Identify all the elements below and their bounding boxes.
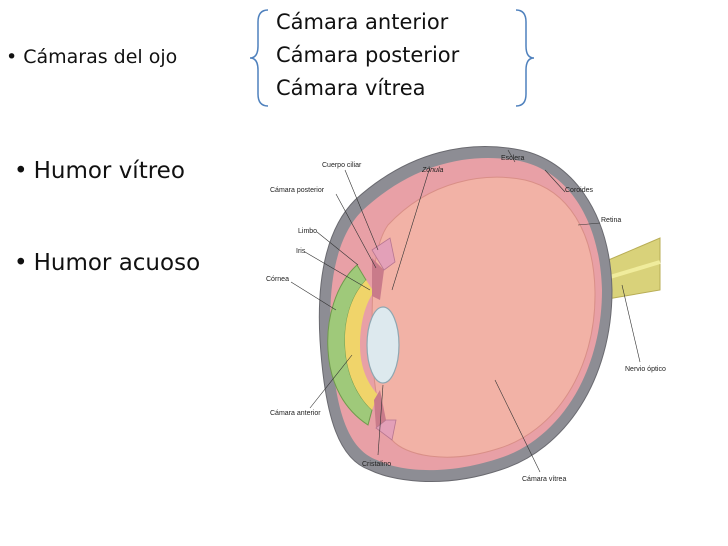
bullet-humor-acuoso: •Humor acuoso (14, 250, 201, 276)
chamber-anterior: Cámara anterior (276, 10, 449, 34)
leader-nervio-optico (621, 284, 641, 363)
bullet-camaras-del-ojo: •Cámaras del ojo (6, 46, 178, 68)
label-retina: Retina (601, 217, 621, 224)
bullet-camaras-text: Cámaras del ojo (23, 46, 178, 68)
leader-cristalino (377, 384, 384, 456)
ciliary-body (371, 237, 397, 441)
anterior-chamber (344, 280, 378, 410)
leader-camara-posterior (335, 193, 377, 269)
label-coroides: Coroides (565, 187, 594, 194)
chambers-list: Cámara anterior Cámara posterior Cámara … (276, 6, 459, 105)
chamber-posterior: Cámara posterior (276, 43, 460, 67)
leader-coroides (544, 169, 566, 193)
leader-iris (304, 251, 371, 291)
label-limbo: Limbo (298, 228, 317, 235)
label-camara-anterior: Cámara anterior (270, 410, 321, 417)
leader-lines (290, 149, 641, 473)
label-cristalino: Cristalino (362, 461, 391, 468)
label-nervio-optico: Nervio óptico (625, 366, 666, 373)
chamber-vitrea: Cámara vítrea (276, 76, 426, 100)
label-camara-vitrea: Cámara vítrea (522, 476, 566, 483)
iris (372, 258, 386, 428)
label-cuerpo-ciliar: Cuerpo ciliar (322, 162, 362, 169)
label-esclera: Esclera (501, 155, 524, 162)
bullet-humor-acuoso-text: Humor acuoso (33, 250, 201, 276)
leader-retina (577, 222, 601, 226)
leader-zonula (391, 166, 431, 291)
bullet-humor-vitreo-text: Humor vítreo (33, 158, 185, 184)
label-zonula: Zónula (421, 167, 444, 174)
label-cornea: Córnea (266, 276, 289, 283)
bullet-humor-vitreo: •Humor vítreo (14, 158, 185, 184)
leader-cornea (290, 281, 337, 311)
label-iris: Iris (296, 248, 306, 255)
leader-limbo (316, 231, 359, 266)
label-camara-posterior: Cámara posterior (270, 187, 325, 194)
right-brace (515, 9, 535, 107)
leader-cuerpo-ciliar (344, 169, 379, 251)
leader-esclera (507, 149, 516, 163)
lens (366, 306, 400, 384)
leader-camara-anterior (309, 354, 353, 409)
leader-camara-vitrea (494, 379, 541, 473)
left-brace (249, 9, 269, 107)
